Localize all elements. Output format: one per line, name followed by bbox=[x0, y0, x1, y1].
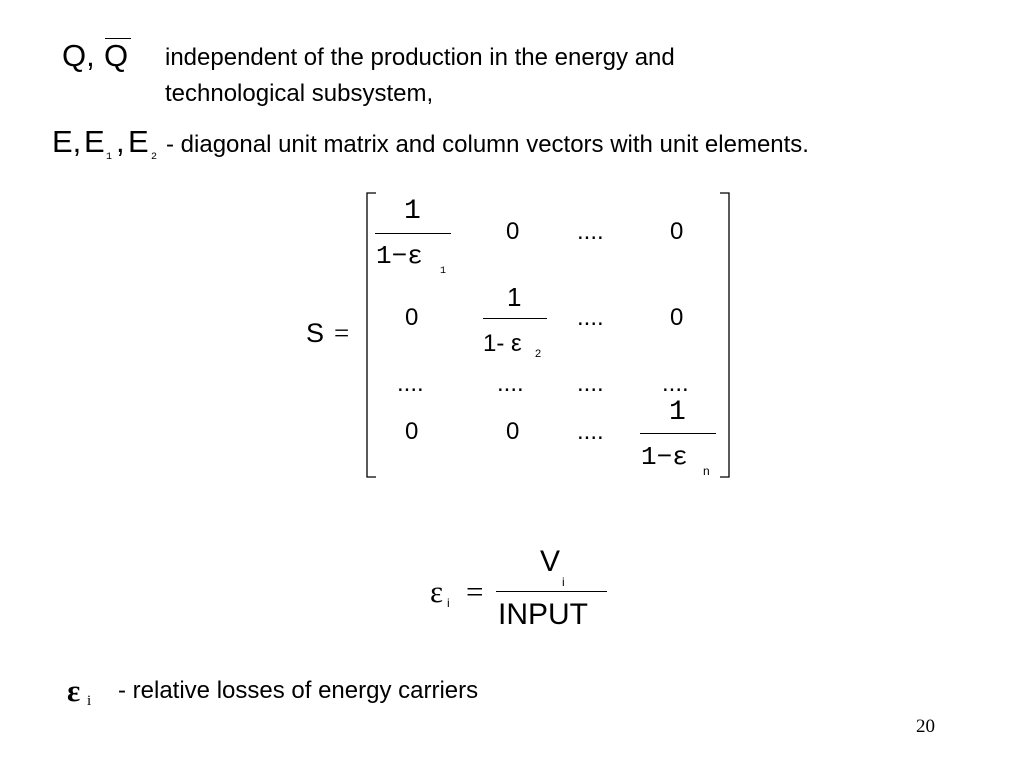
r3c3: .... bbox=[577, 370, 604, 397]
overline bbox=[105, 38, 131, 39]
symbol-q: Q, bbox=[62, 38, 95, 73]
description-e: - diagonal unit matrix and column vector… bbox=[166, 131, 809, 158]
right-bracket bbox=[720, 192, 730, 478]
r3c2: .... bbox=[497, 370, 524, 397]
fraction-line bbox=[375, 233, 451, 234]
r4c4-numerator: 1 bbox=[669, 397, 686, 428]
comma: , bbox=[116, 124, 125, 159]
fraction-line bbox=[483, 318, 547, 319]
description-q-line-1: independent of the production in the ene… bbox=[165, 44, 675, 71]
symbol-q-bar: Q bbox=[104, 38, 129, 73]
r4c3: .... bbox=[577, 418, 604, 445]
r3c4: .... bbox=[662, 370, 689, 397]
equals-sign: = bbox=[334, 318, 350, 348]
subscript-1: 1 bbox=[106, 152, 113, 163]
symbol-e2: E bbox=[128, 124, 149, 159]
fraction-line bbox=[496, 591, 607, 592]
description-q-line-2: technological subsystem, bbox=[165, 80, 434, 107]
legend-epsilon-subscript: i bbox=[87, 693, 92, 709]
r1c3: .... bbox=[577, 218, 604, 245]
subscript-2: 2 bbox=[151, 152, 158, 163]
r1c1-denominator: 1−ε bbox=[376, 241, 423, 271]
r3c1: .... bbox=[397, 370, 424, 397]
r4c1: 0 bbox=[405, 418, 419, 445]
fraction-line bbox=[640, 433, 716, 434]
r2c2-denominator: 1- ε bbox=[483, 330, 522, 357]
epsilon-subscript: i bbox=[447, 596, 450, 610]
epsilon-symbol: ε bbox=[430, 574, 444, 609]
left-bracket bbox=[366, 192, 376, 478]
r2c4: 0 bbox=[670, 304, 684, 331]
r1c4: 0 bbox=[670, 218, 684, 245]
legend-epsilon: ε bbox=[67, 673, 81, 708]
symbol-e: E, bbox=[52, 124, 82, 159]
symbol-e1: E bbox=[84, 124, 105, 159]
r1c2: 0 bbox=[506, 218, 520, 245]
r4c2: 0 bbox=[506, 418, 520, 445]
matrix-lhs-s: S bbox=[306, 318, 325, 348]
r2c2-subscript: 2 bbox=[535, 348, 542, 360]
r4c4-denominator: 1−ε bbox=[641, 442, 688, 472]
r1c1-subscript: 1 bbox=[440, 266, 447, 277]
r1c1-numerator: 1 bbox=[404, 196, 421, 227]
r4c4-subscript: n bbox=[703, 464, 710, 478]
formula-numerator: V bbox=[540, 545, 561, 578]
r2c1: 0 bbox=[405, 304, 419, 331]
formula-numerator-subscript: i bbox=[562, 575, 565, 589]
page-number: 20 bbox=[916, 716, 935, 737]
formula-denominator: INPUT bbox=[498, 598, 588, 631]
formula-equals-sign: = bbox=[466, 574, 484, 609]
r2c3: .... bbox=[577, 304, 604, 331]
legend-text: - relative losses of energy carriers bbox=[118, 677, 479, 704]
r2c2-numerator: 1 bbox=[507, 282, 522, 312]
